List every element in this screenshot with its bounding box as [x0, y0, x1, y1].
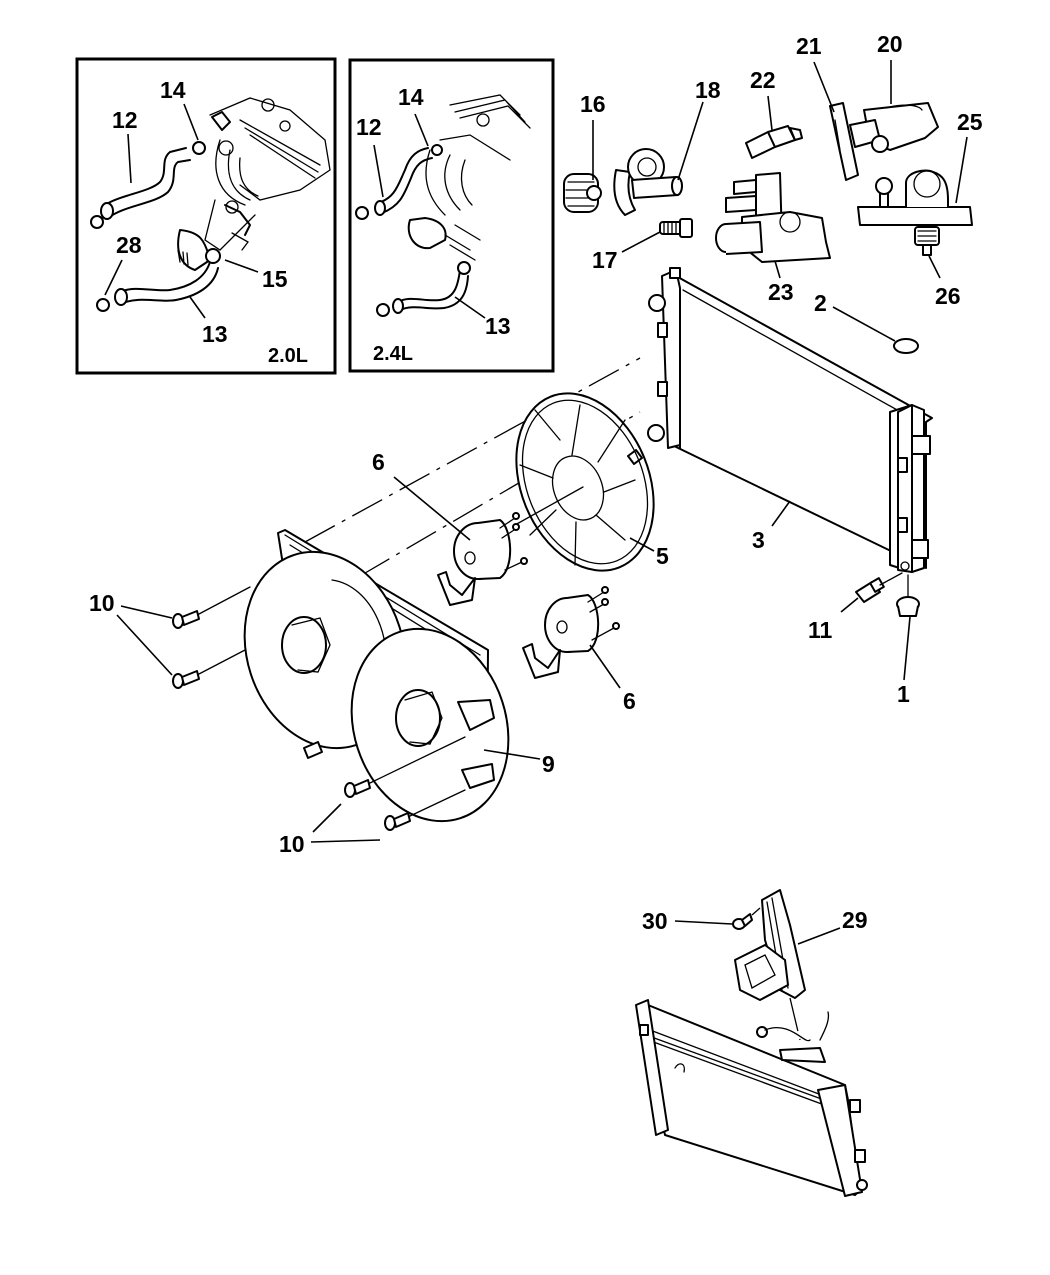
engine-label-2-4l: 2.4L [373, 343, 413, 365]
housing-cover-25 [857, 169, 973, 226]
callout-6: 6 [372, 449, 385, 475]
lower-hose-2-0l [119, 261, 219, 304]
connector-15-2-0l [205, 248, 221, 264]
upper-hose-2-0l [104, 147, 191, 219]
grommet-1 [896, 574, 920, 617]
callout-10: 10 [89, 590, 115, 616]
radiator-inlet [648, 294, 666, 312]
callout-10: 10 [279, 831, 305, 857]
callout-12: 12 [356, 114, 382, 140]
callout-14: 14 [398, 84, 424, 110]
callout-15: 15 [262, 266, 288, 292]
callout-25: 25 [957, 109, 983, 135]
engine-block-2-4l [407, 94, 531, 261]
callout-11: 11 [808, 617, 833, 643]
engine-label-2-0l: 2.0L [268, 345, 308, 367]
radiator-3 [647, 267, 933, 573]
clamp-28-upper-2-0l [90, 215, 104, 229]
fan-blade-5 [514, 392, 655, 572]
inset-frame-2-0l [75, 57, 337, 375]
engine-block-2-0l [204, 97, 331, 251]
bolt-17 [659, 218, 693, 238]
thermostat-housing-20 [849, 102, 939, 153]
callout-3: 3 [752, 527, 765, 553]
radiator-outlet [647, 424, 665, 442]
thermostat-16 [563, 173, 602, 213]
callout-14: 14 [160, 77, 186, 103]
air-seal-29 [734, 889, 806, 1041]
screw-10 [384, 789, 466, 831]
callout-18: 18 [695, 77, 721, 103]
callout-17: 17 [592, 247, 618, 273]
callout-9: 9 [542, 751, 555, 777]
radiator-assembly-lower [635, 999, 868, 1197]
callout-2: 2 [814, 290, 827, 316]
temp-sensor-22 [745, 125, 803, 159]
gasket-21 [829, 102, 859, 181]
water-outlet-18 [613, 148, 683, 216]
callout-29: 29 [842, 907, 868, 933]
push-pin-30 [732, 907, 761, 930]
outlet-connector-23 [715, 172, 831, 263]
clamp-14-2-4l [431, 144, 443, 156]
callout-26: 26 [935, 283, 961, 309]
screw-10 [172, 649, 246, 689]
inset-2-4l: 12 14 13 2.4L [348, 58, 555, 373]
callout-30: 30 [642, 908, 668, 934]
thermostat-26 [914, 226, 940, 256]
callout-5: 5 [656, 543, 669, 569]
screw-10 [172, 586, 251, 629]
thermostat-parts: 16 18 17 22 [563, 31, 983, 309]
callout-20: 20 [877, 31, 903, 57]
fan-shroud-9 [243, 529, 510, 823]
lower-hose-2-4l [397, 269, 469, 311]
callout-21: 21 [796, 33, 822, 59]
inset-frame-2-4l [348, 58, 555, 373]
clamp-14-2-0l [192, 141, 206, 155]
callout-12: 12 [112, 107, 138, 133]
callout-23: 23 [768, 279, 794, 305]
callout-1: 1 [897, 681, 910, 707]
callout-13: 13 [202, 321, 228, 347]
fan-motor-6-upper [437, 512, 528, 606]
inset-2-0l: 12 14 28 15 13 2.0L [75, 57, 337, 375]
drain-cock-11 [855, 577, 885, 603]
screws-10 [172, 586, 466, 831]
upper-hose-2-4l [377, 147, 433, 214]
callout-28: 28 [116, 232, 142, 258]
clamp-28-lower-2-0l [96, 298, 110, 312]
upper-insulator-2 [893, 338, 919, 354]
screw-10 [344, 736, 466, 798]
callout-16: 16 [580, 91, 606, 117]
callout-22: 22 [750, 67, 776, 93]
callout-13: 13 [485, 313, 511, 339]
callout-6: 6 [623, 688, 636, 714]
fan-motor-6-lower [522, 586, 620, 679]
